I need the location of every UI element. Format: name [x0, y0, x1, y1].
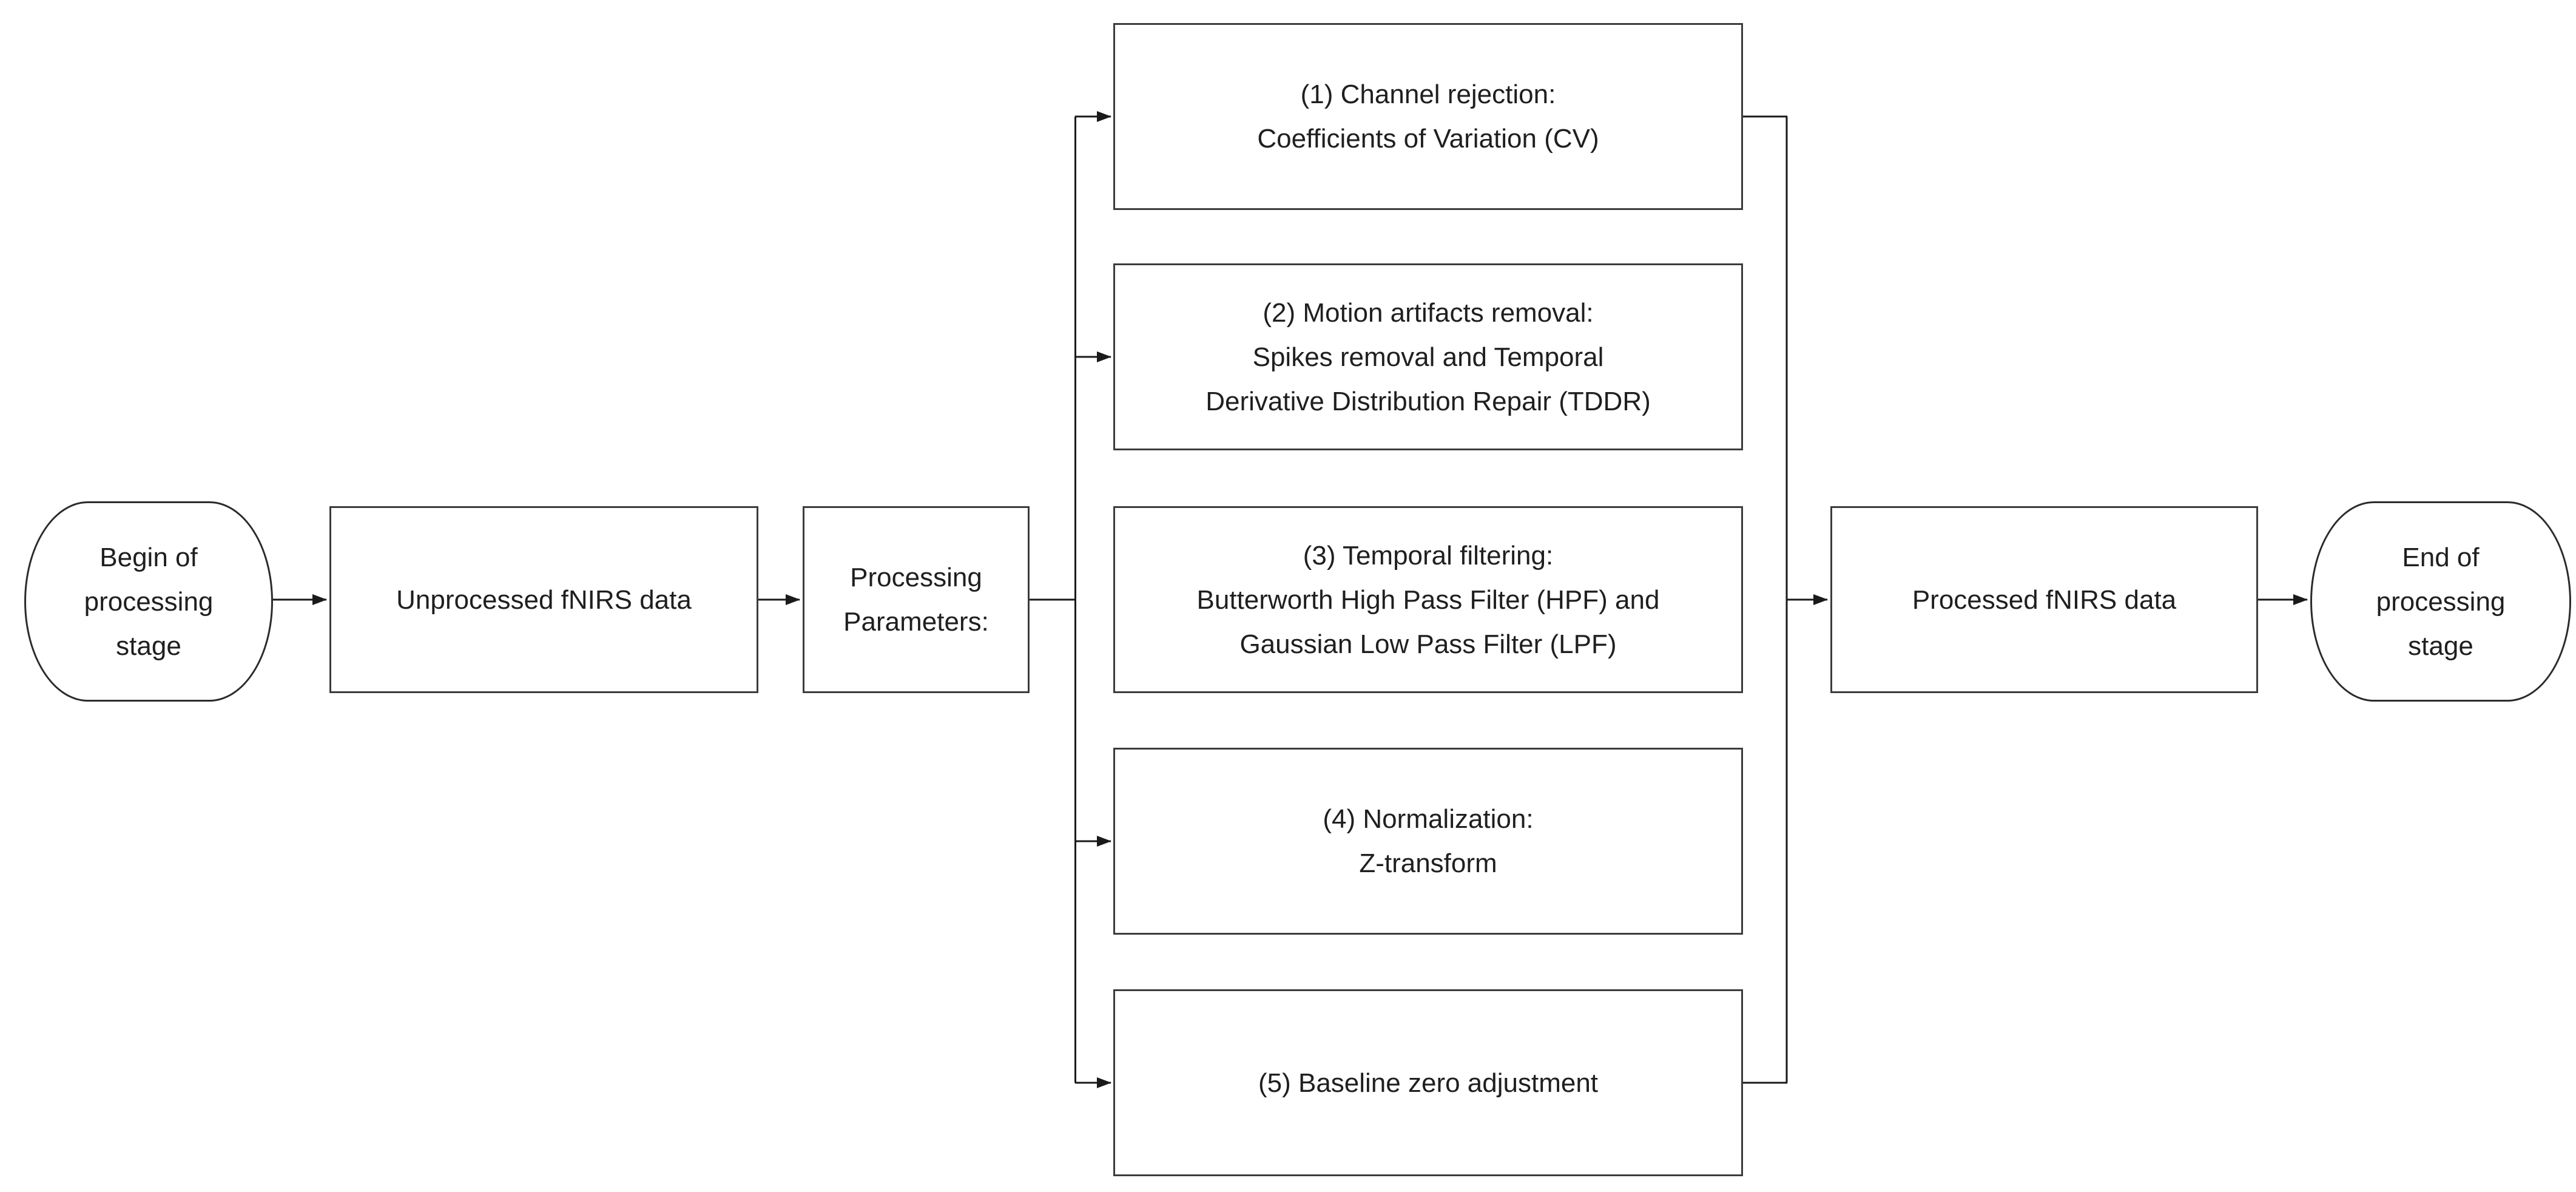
node-end-terminator: End of processing stage: [2310, 501, 2571, 702]
node-parameters-label: Processing Parameters:: [843, 563, 989, 637]
node-step5-baseline-zero-adjustment: (5) Baseline zero adjustment: [1113, 989, 1743, 1176]
node-unprocessed-label: Unprocessed fNIRS data: [396, 584, 692, 615]
node-end-label: End of processing stage: [2376, 542, 2506, 661]
node-processing-parameters: Processing Parameters:: [803, 506, 1030, 693]
node-step2-motion-artifacts-removal: (2) Motion artifacts removal: Spikes rem…: [1113, 263, 1743, 450]
node-processed-label: Processed fNIRS data: [1912, 584, 2177, 615]
node-step2-label: (2) Motion artifacts removal: Spikes rem…: [1205, 297, 1651, 416]
node-step3-temporal-filtering: (3) Temporal filtering: Butterworth High…: [1113, 506, 1743, 693]
node-step1-channel-rejection: (1) Channel rejection: Coefficients of V…: [1113, 23, 1743, 210]
node-unprocessed-data: Unprocessed fNIRS data: [329, 506, 758, 693]
node-step1-label: (1) Channel rejection: Coefficients of V…: [1257, 80, 1599, 154]
node-begin-terminator: Begin of processing stage: [24, 501, 273, 702]
node-step5-label: (5) Baseline zero adjustment: [1258, 1068, 1599, 1098]
node-step4-label: (4) Normalization: Z-transform: [1323, 804, 1534, 878]
node-processed-data: Processed fNIRS data: [1830, 506, 2258, 693]
node-step4-normalization: (4) Normalization: Z-transform: [1113, 748, 1743, 935]
node-step3-label: (3) Temporal filtering: Butterworth High…: [1196, 540, 1660, 659]
node-begin-label: Begin of processing stage: [84, 542, 214, 661]
